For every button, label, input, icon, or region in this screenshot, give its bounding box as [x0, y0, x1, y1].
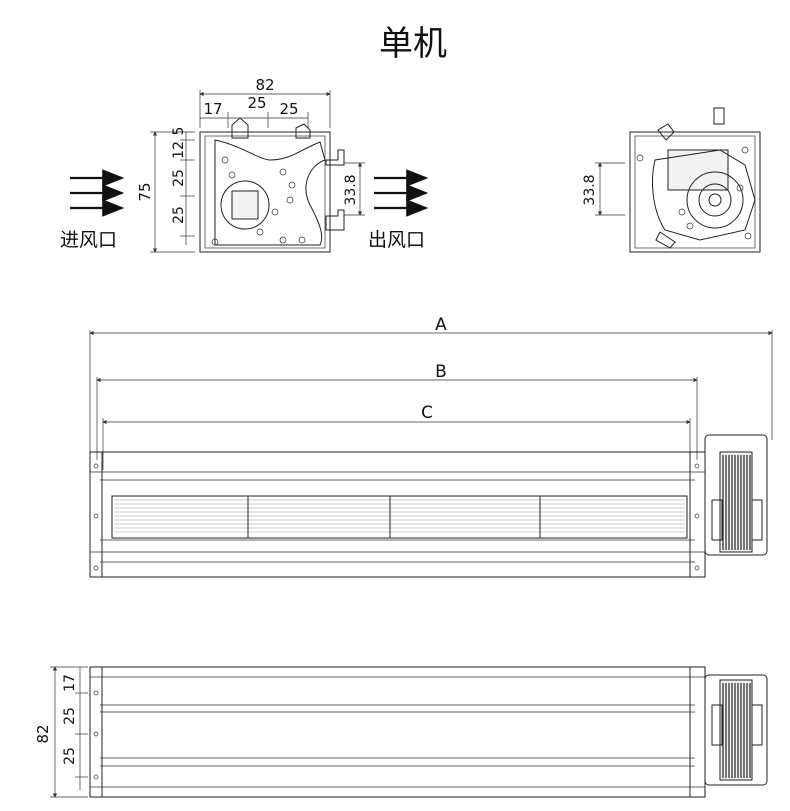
inlet-label: 进风口 — [60, 229, 117, 251]
drawing-title: 单机 — [379, 24, 447, 64]
dim-top-25a: 25 — [247, 94, 266, 112]
dim-outlet-height: 33.8 — [343, 174, 359, 205]
dim-top-view-25b: 25 — [62, 747, 78, 765]
top-view: 82 17 25 25 — [34, 666, 768, 798]
dim-left-height: 75 — [136, 182, 154, 201]
impeller-blades — [114, 499, 685, 533]
side-view-motor: 33.8 — [582, 107, 761, 253]
dim-top-width: 82 — [255, 76, 274, 94]
dim-top-25b: 25 — [279, 100, 298, 118]
dim-top-17: 17 — [203, 100, 222, 118]
dim-top-view-25a: 25 — [62, 707, 78, 725]
outlet-label: 出风口 — [368, 229, 425, 251]
side-view-left: 进风口 出风口 82 17 — [60, 76, 429, 253]
dim-label-b: B — [435, 362, 447, 382]
outlet-arrows-icon — [374, 169, 429, 217]
dim-label-a: A — [435, 315, 447, 335]
dim-left-25a: 25 — [171, 169, 187, 187]
dim-left-5: 5 — [171, 127, 187, 136]
dim-top-view-width: 82 — [34, 724, 52, 743]
front-view: A B C — [89, 315, 773, 578]
dim-motor-height: 33.8 — [582, 174, 598, 205]
dim-top-view-17: 17 — [62, 674, 78, 692]
inlet-arrows-icon — [70, 169, 125, 217]
dim-left-25b: 25 — [171, 206, 187, 224]
dim-label-c: C — [421, 403, 433, 423]
dim-left-12-5: 12 — [171, 141, 187, 159]
